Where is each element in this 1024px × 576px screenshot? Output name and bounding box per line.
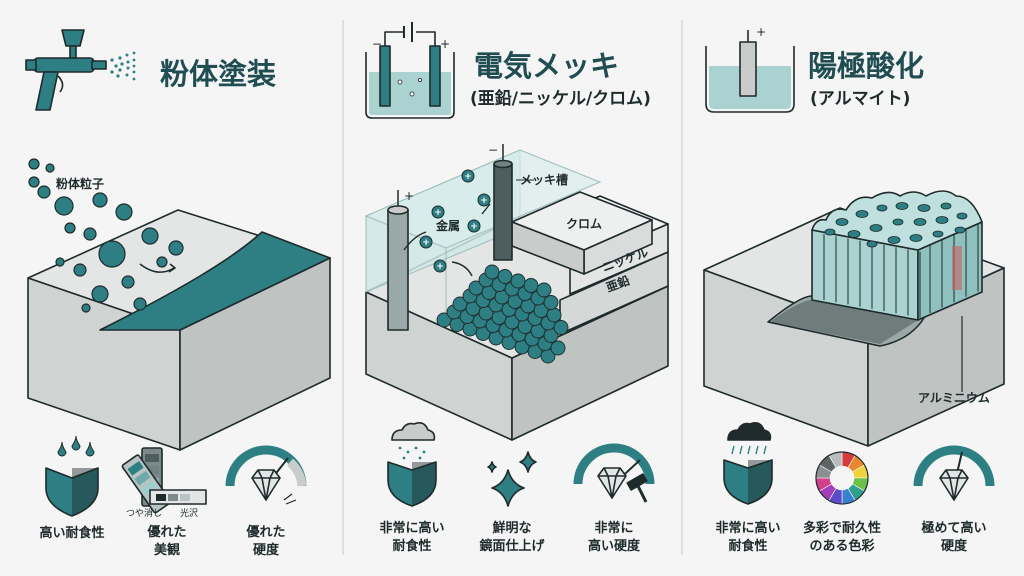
anodize-hardness-line1: 極めて高い	[920, 520, 986, 536]
ion-arrow	[451, 261, 473, 277]
cathode-minus: −	[488, 143, 498, 157]
metal-ions	[419, 169, 491, 273]
powder-feature-label: 高い耐食性	[39, 525, 104, 541]
particle-arrow	[139, 263, 175, 273]
hardness-label-line2: 硬度	[253, 542, 280, 558]
spray-gun-icon	[25, 29, 107, 111]
anodizing-title: 陽極酸化	[808, 49, 924, 83]
spray-dots	[110, 51, 136, 81]
mirror-finish-line1: 鮮明な	[492, 520, 531, 536]
tank-icon-minus: −	[372, 37, 382, 51]
metal-label: 金属	[435, 218, 460, 233]
deposited-sphere	[550, 340, 566, 356]
matte-label: つや消し	[126, 507, 162, 519]
anodizing-tank-icon	[705, 30, 795, 113]
powder-particles	[28, 158, 184, 313]
svg-text:+: +	[464, 172, 472, 182]
cathode-electrode	[493, 144, 513, 261]
color-line2: のある色彩	[809, 538, 874, 554]
deposited-sphere	[452, 296, 468, 312]
anodizing-column: + 陽極酸化 (アルマイト) アルミニウム	[703, 25, 1005, 554]
color-swatch-icon	[121, 447, 207, 514]
svg-text:+: +	[422, 238, 430, 248]
powder-coating-column: 粉体塗装 粉体粒子	[25, 29, 331, 558]
plating-corrosion-line2: 耐食性	[392, 538, 431, 554]
ion-arrow	[481, 203, 491, 215]
svg-text:+: +	[470, 222, 478, 232]
plating-title: 電気メッキ	[474, 49, 619, 83]
particle-label: 粉体粒子	[56, 176, 104, 191]
mirror-finish-line2: 鏡面仕上げ	[479, 538, 545, 554]
hardness-label-line1: 優れた	[245, 524, 285, 540]
svg-text:+: +	[434, 208, 442, 218]
chrome-layer	[511, 191, 653, 275]
appearance-label-line2: 美観	[154, 542, 180, 558]
diamond-hammer-gauge-icon	[573, 443, 655, 503]
plating-corrosion-line1: 非常に高い	[379, 520, 444, 536]
chrome-label: クロム	[566, 217, 602, 231]
tank-label: メッキ槽	[520, 172, 568, 187]
plating-subtitle: (亜鉛/ニッケル/クロム)	[470, 88, 651, 109]
anodize-corrosion-line2: 耐食性	[728, 538, 767, 554]
gloss-label: 光沢	[180, 507, 198, 519]
deposited-sphere	[536, 282, 552, 298]
powder-coating-layer	[99, 231, 331, 331]
deposited-sphere	[553, 320, 569, 335]
deposited-sphere	[436, 312, 452, 328]
diamond-hardness-gauge-icon	[225, 445, 307, 505]
dyed-pore-highlight	[952, 246, 962, 290]
shield-rain-icon	[723, 422, 773, 505]
plating-hardness-line2: 高い硬度	[588, 538, 641, 554]
deposited-sphere	[484, 264, 500, 280]
tank-icon-plus: +	[440, 37, 450, 51]
deposited-sphere	[543, 295, 559, 310]
deposited-sphere	[468, 280, 484, 296]
deposited-sphere	[523, 278, 539, 293]
deposited-sphere	[546, 307, 562, 323]
oxide-pores	[824, 202, 968, 248]
powder-title: 粉体塗装	[160, 57, 276, 91]
appearance-label-line1: 優れた	[146, 524, 186, 540]
sparkle-icon	[487, 451, 537, 507]
anodize-corrosion-line1: 非常に高い	[715, 520, 780, 536]
deposited-sphere	[497, 269, 513, 284]
anodizing-icon-plus: +	[756, 25, 766, 39]
ion-plus-signs: + + + + + +	[422, 172, 488, 272]
svg-text:+: +	[480, 196, 488, 206]
diamond-gauge-icon	[913, 445, 995, 501]
anode-plus: +	[404, 189, 414, 203]
deposited-metal-spheres	[436, 264, 569, 364]
color-wheel-icon	[815, 451, 869, 505]
oxide-pore-walls	[823, 223, 979, 318]
electroplating-column: − + 電気メッキ (亜鉛/ニッケル/クロム) クロム ニッケル	[364, 22, 669, 554]
anode-electrode	[387, 190, 409, 331]
deposited-sphere	[510, 273, 526, 289]
color-wheel-outline	[815, 451, 869, 505]
svg-text:+: +	[436, 262, 444, 272]
aluminium-label: アルミニウム	[918, 391, 990, 405]
ion-arrow	[403, 231, 427, 251]
anodizing-subtitle: (アルマイト)	[810, 89, 910, 109]
shield-storm-icon	[387, 422, 437, 507]
raindrop-icon	[57, 435, 95, 457]
plating-tank-icon	[365, 22, 455, 119]
powder-feature-corrosion	[45, 435, 99, 517]
plating-hardness-line1: 非常に	[594, 520, 633, 536]
anodize-hardness-line2: 硬度	[941, 538, 968, 554]
color-line1: 多彩で耐久性	[803, 520, 881, 536]
